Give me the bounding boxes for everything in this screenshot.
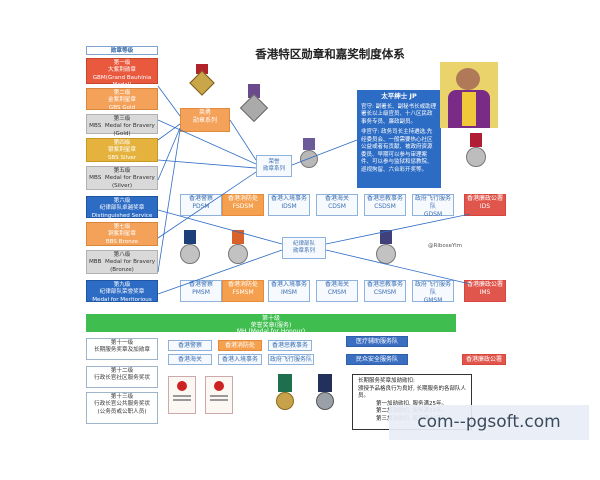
unit-name: 香港海关 (324, 195, 349, 202)
disciplined-series-box: 纪律部队 勋章系列 (282, 237, 326, 259)
medal-code: FSDSM (232, 203, 254, 210)
medal-code: GDSM (423, 211, 443, 218)
medal-code: CDSM (328, 203, 346, 210)
tier-2: 第二级 金紫荆星章 GBS Gold (86, 88, 158, 111)
unit-name: 香港入境事务 (270, 281, 307, 288)
tier-1: 第一级 大紫荆勋章 GBM(Grand Bauhinia Medal) (86, 58, 158, 88)
unit-name: 香港消防处 (227, 281, 258, 288)
bottom-row-item: 香港入境事务 (218, 354, 262, 365)
unit-name: 香港廉政公署 (466, 195, 503, 202)
medal-code: GMSM (423, 297, 443, 304)
tier-3: 第三级 MBS Medal for Bravery (Gold) (86, 114, 158, 137)
long-service-title: 长期服务奖章加勋勋扣: (358, 378, 415, 384)
long-service-desc: 颁授予品格良行为良好, 长期服务的各部队人员。 (358, 385, 466, 400)
unit-name: 政府飞行服务队 (414, 195, 451, 210)
tier-9: 第九级 纪律部队荣誉奖章 Medal for Meritorious Servi… (86, 280, 158, 310)
jp-portrait (440, 62, 498, 128)
tier-12: 第十三级 行政长官公共服务奖状 (公务员或公职人员) (86, 392, 158, 424)
medal-code: PDSM (192, 203, 210, 210)
tier-0: 勋章等级 (86, 46, 158, 55)
honor-series-box: 荣誉 勋章系列 (256, 155, 292, 177)
honor-medal-icon (299, 138, 319, 172)
long-service-medal-icon (275, 374, 295, 418)
tier-11: 第十二级 行政长官社区服务奖状 (86, 366, 158, 388)
long-service-item: 第一加勋勋扣, 服务满25年。 (376, 400, 447, 407)
medal-code: IMSM (281, 289, 297, 296)
jp-official: 官守: 副署长、副秘书长或助理署长以上级官员、十八区民政事务专员、廉政副员。 (361, 103, 437, 125)
certificate-image (205, 376, 233, 414)
bottom-row-item: 香港廉政公署 (462, 354, 506, 365)
bottom-row-item: 香港海关 (168, 354, 212, 365)
bottom-row-item: 民众安全服务队 (346, 354, 408, 365)
jp-title: 太平绅士 JP (381, 92, 417, 100)
unit-name: 香港警察 (188, 281, 213, 288)
weibo-handle: @RiboseYim (428, 243, 463, 249)
medal-code: IDSM (281, 203, 297, 210)
page-title: 香港特区勋章和嘉奖制度体系 (255, 47, 405, 61)
bottom-row-item: 香港惩教事务 (268, 340, 312, 351)
medal-code: CSDSM (374, 203, 396, 210)
jp-info-box: 太平绅士 JP 官守: 副署长、副秘书长或助理署长以上级官员、十八区民政事务专员… (357, 90, 441, 188)
medal-code: CMSM (327, 289, 347, 296)
long-service-medal-icon (315, 374, 335, 418)
police-medal-icon (180, 230, 200, 270)
tenth-tier-bar: 第十级 荣誉奖章(服务) MH (Medal for Honour) (86, 314, 456, 335)
watermark: com--pgsoft.com (389, 405, 589, 440)
unit-name: 政府飞行服务队 (414, 281, 451, 296)
unit-name: 香港惩教事务 (366, 281, 403, 288)
bottom-row-item: 香港警察 (168, 340, 212, 351)
certificate-image (168, 376, 196, 414)
bottom-row-item: 香港消防处 (218, 340, 262, 351)
unit-name: 香港消防处 (227, 195, 258, 202)
heroic-series-box: 英勇 勋章系列 (180, 108, 230, 132)
unit-name: 香港惩教事务 (366, 195, 403, 202)
gbm-medal-icon (189, 64, 215, 96)
icac-medal-icon (466, 133, 486, 173)
bravery-medal-icon (239, 84, 269, 124)
tier-4: 第四级 银紫荆星章 SBS Silver (86, 138, 158, 162)
medal-code: CSMSM (373, 289, 397, 296)
bottom-row-item: 医疗辅助服务队 (346, 336, 408, 347)
unit-name: 香港廉政公署 (466, 281, 503, 288)
tier-8: 第八级 MBB Medal for Bravery (Bronze) (86, 250, 158, 274)
unit-name: 香港警察 (188, 195, 213, 202)
tier-7: 第七级 铜紫荆星章 BBS Bronze (86, 222, 158, 246)
bottom-row-item: 政府飞行服务队 (268, 354, 314, 365)
corrections-medal-icon (376, 230, 396, 270)
medal-code: IMS (479, 289, 491, 296)
tier-5: 第五级 MBS Medal for Bravery (Silver) (86, 166, 158, 190)
medal-code: PMSM (192, 289, 210, 296)
unit-name: 香港海关 (324, 281, 349, 288)
medal-code: IDS (479, 203, 491, 210)
medal-code: FSMSM (232, 289, 254, 296)
jp-unofficial: 非官守: 政务司长主持遴选,先经委员会、一般需要热心社区公益或者有贡献、被政府资… (361, 129, 433, 173)
fire-medal-icon (228, 230, 248, 270)
tier-6: 第六级 纪律部队卓越奖章 Distinguished Service Medal… (86, 196, 158, 226)
unit-name: 香港入境事务 (270, 195, 307, 202)
tier-10: 第十一级 长期服务奖章及加勋章 (86, 338, 158, 360)
